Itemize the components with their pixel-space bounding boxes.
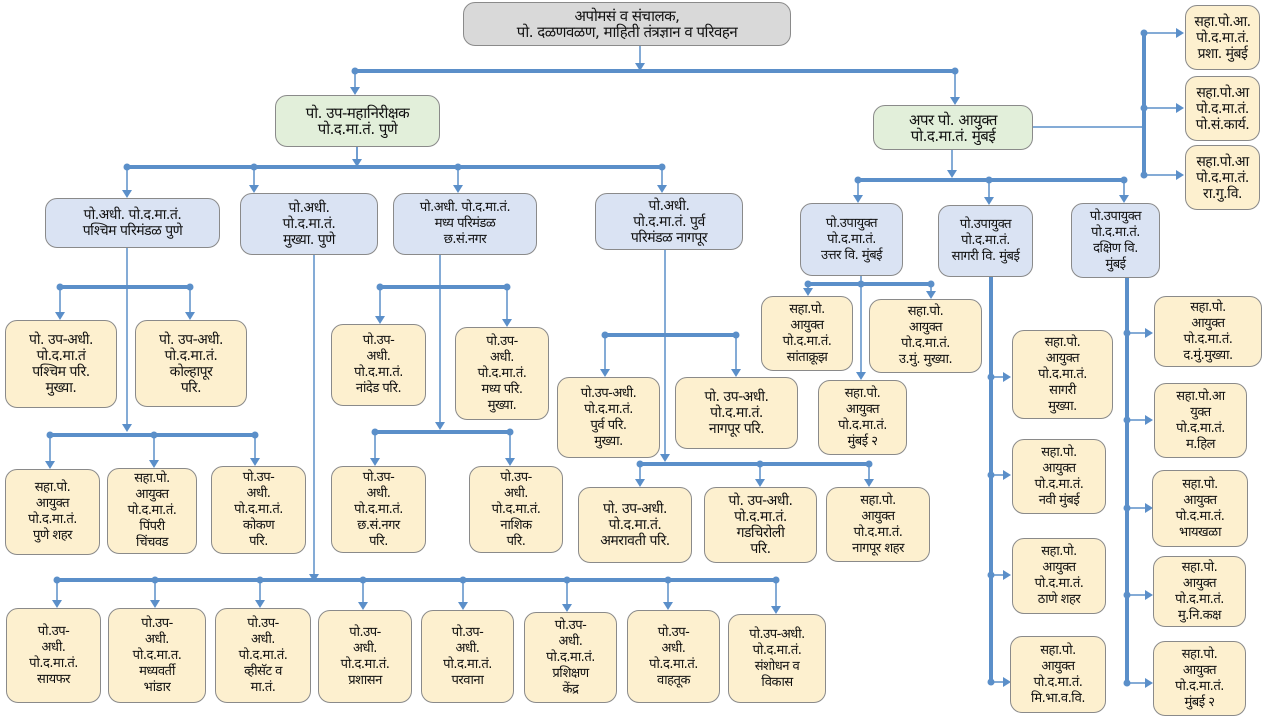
org-node: पो. उप-अधी. पो.द.मा.तं पश्चिम परि. मुख्य… <box>5 320 117 408</box>
arrow-head <box>352 159 362 167</box>
arrow-head <box>657 185 667 193</box>
org-node: पो. उप-अधी. पो.द.मा.तं. अमरावती परि. <box>578 487 692 563</box>
arrow-head <box>1145 415 1153 425</box>
arrow-head <box>1145 590 1153 600</box>
org-node: पो.उप- अधी. पो.द.मा.तं. मध्य परि. मुख्या… <box>455 327 549 420</box>
arrow-head <box>1119 195 1129 203</box>
arrow-head <box>856 372 866 380</box>
arrow-head <box>1176 170 1184 180</box>
arrow-head <box>122 424 132 432</box>
org-node: पो.उप- अधी. पो.द.मा.तं. वाहतूक <box>627 610 720 703</box>
org-node: सहा.पो. आयुक्त पो.द.मा.तं. द.मुं.मुख्या. <box>1154 296 1262 367</box>
org-node: पो.उप- अधी. पो.द.मा.तं. सायफर <box>6 608 101 703</box>
arrow-head <box>600 369 610 377</box>
arrow-head <box>249 185 259 193</box>
arrow-head <box>149 460 159 468</box>
arrow-head <box>1145 328 1153 338</box>
org-node: सहा.पो. आयुक्त पो.द.मा.तं. ठाणे शहर <box>1012 538 1106 614</box>
arrow-head <box>375 316 385 324</box>
arrow-head <box>453 185 463 193</box>
org-node: सहा.पो. आयुक्त पो.द.मा.तं. भायखळा <box>1152 470 1248 547</box>
org-node: सहा.पो. आयुक्त पो.द.मा.तं. मु.नि.कक्ष <box>1153 556 1246 627</box>
arrow-head <box>731 369 741 377</box>
arrow-head <box>52 600 62 608</box>
arrow-head <box>458 602 468 610</box>
arrow-head <box>255 600 265 608</box>
org-node: पो. उप-अधी. पो.द.मा.तं. नागपूर परि. <box>675 377 798 449</box>
org-node: पो.उपायुक्त पो.द.मा.तं. दक्षिण वि. मुंबई <box>1071 203 1160 278</box>
org-node: सहा.पो. आयुक्त पो.द.मा.तं. मुंबई २ <box>818 380 907 455</box>
arrow-head <box>1145 503 1153 513</box>
arrow-head <box>505 458 515 466</box>
org-node: पो.उप- अधी. पो.द.मा.तं. प्रशासन <box>318 610 412 703</box>
org-node: सहा.पो. आयुक्त पो.द.मा.तं. उ.मुं. मुख्या… <box>869 299 982 373</box>
org-node: सहा.पो. आयुक्त पो.द.मा.तं. मुंबई २ <box>1153 641 1246 716</box>
arrow-head <box>660 454 670 462</box>
org-node: पो. उप-अधी. पो.द.मा.तं. कोल्हापूर परि. <box>135 320 247 407</box>
arrow-head <box>1003 570 1011 580</box>
org-node: पो.उप-अधी. पो.द.मा.तं. पुर्व परि. मुख्या… <box>557 377 660 458</box>
org-node: सहा.पो. आयुक्त पो.द.मा.तं. पिंपरी चिंचवड <box>107 468 197 554</box>
org-node: सहा.पो. आयुक्त पो.द.मा.तं. सागरी मुख्या. <box>1012 330 1113 419</box>
arrow-head <box>562 604 572 612</box>
org-node: सहा.पो. आयुक्त पो.द.मा.तं. नवी मुंबई <box>1012 439 1106 514</box>
arrow-head <box>150 600 160 608</box>
arrow-head <box>635 479 645 487</box>
org-node: पो.अधी. पो.द.मा.तं. पश्चिम परिमंडळ पुणे <box>45 198 220 248</box>
arrow-head <box>502 319 512 327</box>
arrow-head <box>947 170 957 178</box>
arrow-head <box>55 312 65 320</box>
arrow-head <box>350 87 360 95</box>
arrow-head <box>1176 103 1184 113</box>
arrow-head <box>1145 678 1153 688</box>
org-node: पो. उप-महानिरीक्षक पो.द.मा.तं. पुणे <box>275 95 440 147</box>
org-node: पो.अधी. पो.द.मा.तं. मध्य परिमंडळ छ.सं.नग… <box>393 193 537 255</box>
arrow-head <box>635 63 645 71</box>
arrow-head <box>122 190 132 198</box>
arrow-head <box>926 291 936 299</box>
arrow-head <box>1176 28 1184 38</box>
arrow-head <box>950 97 960 105</box>
org-node: सहा.पो.आ. पो.द.मा.तं. प्रशा. मुंबई <box>1185 5 1260 70</box>
arrow-head <box>370 458 380 466</box>
arrow-head <box>250 458 260 466</box>
arrow-head <box>45 461 55 469</box>
arrow-head <box>663 602 673 610</box>
root-node: अपोमसं व संचालक, पो. दळणवळण, माहिती तंत्… <box>463 2 791 46</box>
arrow-head <box>1003 470 1011 480</box>
org-node: सहा.पो. आयुक्त पो.द.मा.तं. मि.भा.व.वि. <box>1010 636 1106 713</box>
org-node: पो.उप- अधी. पो.द.मा.तं. परवाना <box>421 610 514 703</box>
arrow-head <box>984 197 994 205</box>
org-node: पो.उप- अधी. पो.द.मा.तं. नाशिक परि. <box>469 466 563 553</box>
org-node: पो.उप- अधी. पो.द.मा.तं. व्हीसॅट व मा.तं. <box>215 608 311 703</box>
org-node: सहा.पो.आ पो.द.मा.तं. पो.सं.कार्य. <box>1185 76 1260 141</box>
org-node: सहा.पो. आयुक्त पो.द.मा.तं. नागपूर शहर <box>826 487 930 562</box>
org-node: अपर पो. आयुक्त पो.द.मा.तं. मुंबई <box>873 105 1033 150</box>
arrow-head <box>755 479 765 487</box>
arrow-head <box>185 312 195 320</box>
org-node: पो.अधी. पो.द.मा.तं. मुख्या. पुणे <box>240 193 378 255</box>
org-node: सहा.पो. आयुक्त पो.द.मा.तं. पुणे शहर <box>5 469 100 555</box>
org-node: पो.उप- अधी. पो.द.मा.तं. प्रशिक्षण केंद्र <box>524 612 617 703</box>
org-node: सहा.पो.आ युक्त पो.द.मा.तं. म.हिल <box>1154 383 1247 458</box>
org-node: पो.अधी. पो.द.मा.तं. पुर्व परिमंडळ नागपूर <box>595 193 743 250</box>
org-node: सहा.पो. आयुक्त पो.द.मा.तं. सांताक्रूझ <box>761 296 853 371</box>
arrow-head <box>435 422 445 430</box>
arrow-head <box>771 606 781 614</box>
org-node: पो.उपायुक्त पो.द.मा.तं. उत्तर वि. मुंबई <box>800 203 903 276</box>
org-node: पो. उप-अधी. पो.द.मा.तं. गडचिरोली परि. <box>704 487 817 563</box>
arrow-head <box>358 602 368 610</box>
org-node: पो.उप- अधी. पो.द.मा.तं. छ.सं.नगर परि. <box>331 466 426 553</box>
org-node: पो.उपायुक्त पो.द.मा.तं. सागरी वि. मुंबई <box>938 205 1033 277</box>
org-node: सहा.पो.आ पो.द.मा.तं. रा.गु.वि. <box>1185 145 1260 210</box>
org-node: पो.उप- अधी. पो.द.मा.तं. नांदेड परि. <box>331 324 426 406</box>
org-node: पो.उप- अधी. पो.द.मा.तं. कोकण परि. <box>211 466 306 554</box>
arrow-head <box>864 479 874 487</box>
arrow-head <box>1003 677 1011 687</box>
arrow-head <box>1003 372 1011 382</box>
org-node: पो.उप-अधी. पो.द.मा.तं. संशोधन व विकास <box>728 614 826 703</box>
arrow-head <box>803 288 813 296</box>
org-node: पो.उप- अधी. पो.द.मा.त. मध्यवर्ती भांडार <box>108 608 206 703</box>
arrow-head <box>853 195 863 203</box>
